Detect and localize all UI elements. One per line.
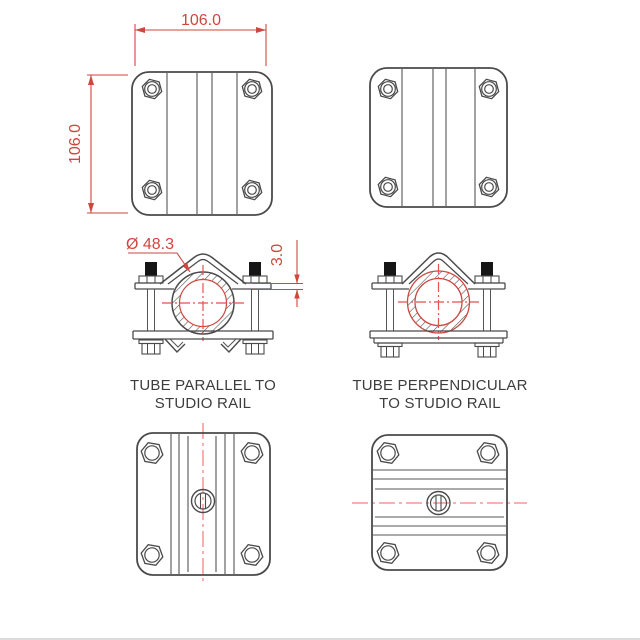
plate-outline — [136, 432, 271, 576]
bolt-stud — [481, 262, 493, 276]
bolt-stud — [249, 262, 261, 276]
clamp-strap-inner — [167, 258, 239, 285]
dim-height-label: 106.0 — [67, 124, 84, 164]
corner-bolt-icon — [377, 176, 399, 198]
corner-bolt-icon — [141, 78, 163, 100]
caption-perpendicular: TUBE PERPENDICULAR TO STUDIO RAIL — [352, 377, 527, 412]
dim-thickness-label: 3.0 — [269, 244, 286, 266]
hex-nut-icon — [240, 544, 264, 566]
hex-nut-icon — [140, 544, 164, 566]
clamp-strap-outer — [159, 253, 247, 285]
dim-width-label: 106.0 — [181, 12, 221, 29]
rail-hook — [164, 338, 186, 354]
hex-nut-icon — [377, 342, 403, 358]
base-bar — [132, 330, 274, 340]
caption-line: TUBE PARALLEL TO — [130, 377, 276, 394]
clamp-strap-inner — [408, 258, 469, 285]
view-bottom-left-plate — [136, 423, 271, 583]
hex-nut-icon — [376, 442, 400, 464]
hex-nut-icon — [242, 339, 268, 355]
dim-strap-thickness: 3.0 — [252, 240, 303, 307]
corner-bolt-icon — [241, 179, 263, 201]
rail-hook — [169, 338, 184, 348]
caption-line: TO STUDIO RAIL — [379, 395, 501, 412]
corner-bolt-icon — [478, 176, 500, 198]
bolt-left — [138, 262, 164, 331]
view-top-right-plate — [369, 67, 508, 208]
hex-nut-icon — [476, 442, 500, 464]
dim-tube-diameter: Ø 48.3 — [126, 236, 191, 273]
bolt-stud — [145, 262, 157, 276]
corner-bolt-icon — [141, 179, 163, 201]
bolt-right — [474, 262, 500, 331]
bolt-stud — [384, 262, 396, 276]
view-bottom-right-plate — [352, 434, 527, 571]
rail-hook — [222, 338, 237, 348]
bolt-left — [377, 262, 403, 331]
view-section-perpendicular — [369, 252, 508, 358]
dim-plate-width: 106.0 — [134, 12, 267, 66]
center-screw — [426, 490, 451, 516]
bolt-right — [242, 262, 268, 331]
view-section-parallel — [132, 253, 274, 355]
hex-nut-icon — [476, 542, 500, 564]
hex-nut-icon — [140, 442, 164, 464]
clamp-strap-outer — [401, 252, 476, 285]
rail-hook — [220, 338, 242, 354]
plate-outline — [371, 434, 508, 571]
corner-bolt-icon — [478, 78, 500, 100]
plate-outline — [131, 71, 273, 216]
hex-nut-icon — [240, 442, 264, 464]
dim-diameter-label: Ø 48.3 — [126, 236, 174, 253]
plate-outline — [369, 67, 508, 208]
dim-plate-height: 106.0 — [67, 74, 128, 214]
hex-nut-icon — [474, 342, 500, 358]
center-screw — [190, 488, 216, 514]
hex-nut-icon — [376, 542, 400, 564]
view-top-left-plate — [131, 71, 273, 216]
caption-line: STUDIO RAIL — [155, 395, 251, 412]
caption-line: TUBE PERPENDICULAR — [352, 377, 527, 394]
caption-parallel: TUBE PARALLEL TO STUDIO RAIL — [130, 377, 276, 412]
corner-bolt-icon — [241, 78, 263, 100]
corner-bolt-icon — [377, 78, 399, 100]
hex-nut-icon — [138, 339, 164, 355]
